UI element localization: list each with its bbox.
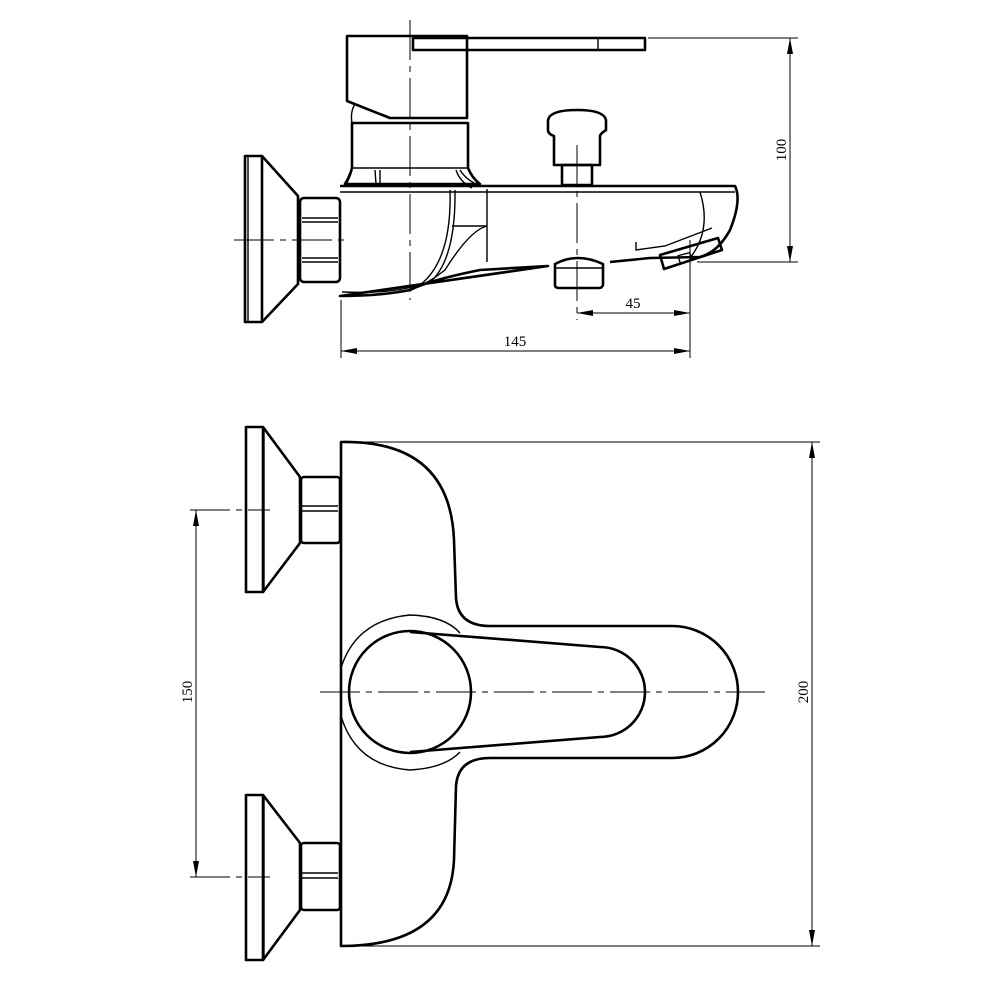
spout-aerator [635, 227, 724, 271]
dimension-height: 100 [648, 37, 798, 263]
dimension-label-200: 200 [796, 681, 812, 704]
dimension-label-150: 150 [180, 681, 196, 704]
mixer-body-outline [339, 440, 740, 948]
dimension-spout-offset: 45 [577, 240, 691, 358]
dimension-label-100: 100 [774, 139, 790, 162]
bottom-outlet [553, 256, 605, 290]
dimension-width: 200 [360, 441, 820, 947]
dimension-label-45: 45 [626, 296, 641, 312]
top-view: 150 200 [180, 425, 820, 962]
dimension-inlet-spacing: 150 [180, 510, 199, 877]
mixer-body [338, 169, 739, 298]
wall-flange-lower [244, 793, 342, 962]
lever-handle[interactable] [345, 34, 647, 120]
wall-flange [243, 154, 300, 324]
side-view: 100 45 145 [234, 20, 798, 358]
dimension-projection: 145 [340, 300, 690, 358]
dimension-label-145: 145 [504, 334, 527, 350]
cartridge-collar [343, 103, 482, 186]
